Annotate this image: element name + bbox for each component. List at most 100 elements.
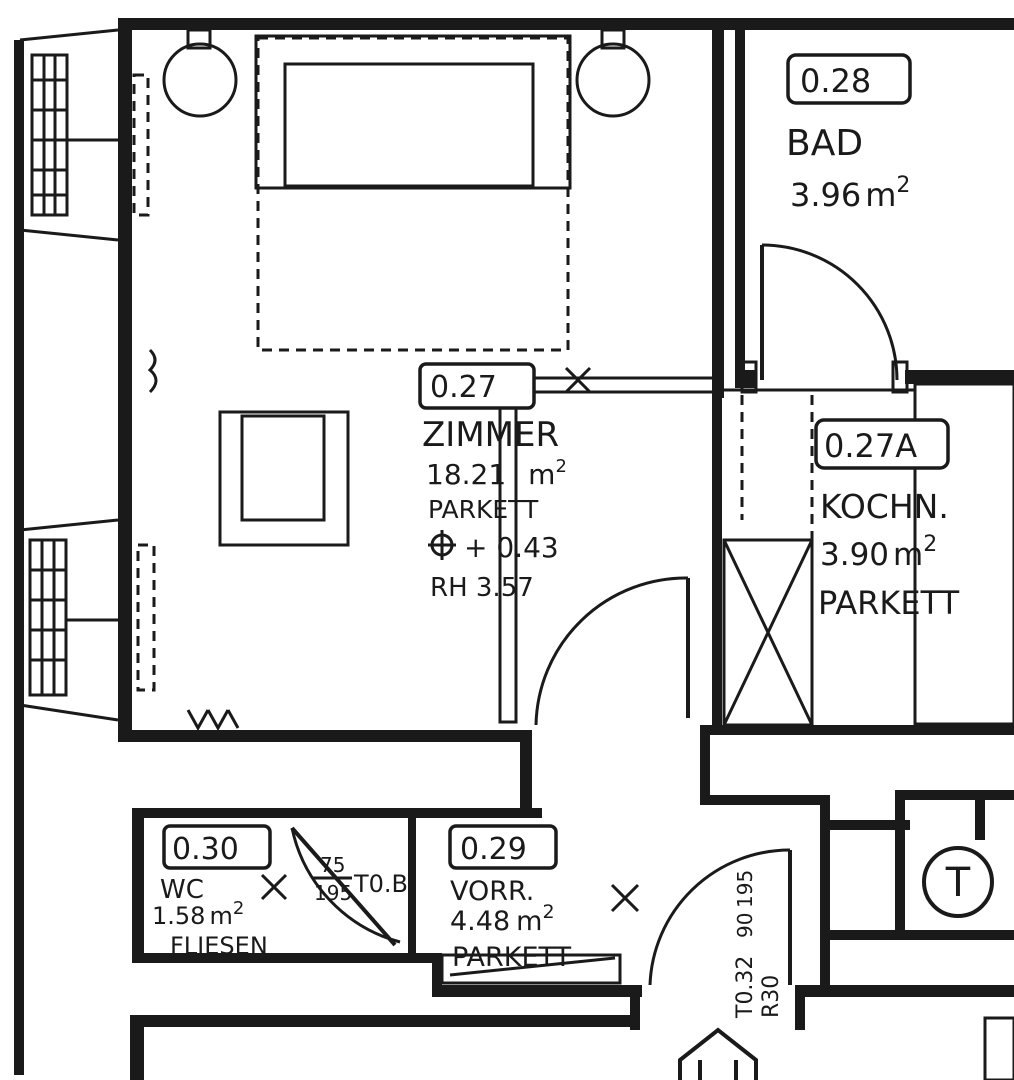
wall-zimmer-left (118, 18, 132, 740)
entry-door-height: 195 (733, 870, 757, 908)
wall-kochn-bottom (700, 725, 1014, 735)
stair-marker: T (922, 846, 994, 918)
door-wc-swing (290, 827, 401, 944)
wall-zimmer-bottom (118, 730, 530, 742)
light-markers (260, 366, 640, 913)
light-x-zimmer-icon (564, 366, 592, 394)
vorr-cabinet (440, 953, 622, 985)
wall-corridor-step (700, 795, 830, 805)
level-marker-icon (428, 530, 456, 560)
entry-arrow-icon (678, 1027, 758, 1080)
room-number: 0.27 (430, 370, 497, 405)
entry-door-label: T0.32 R30 90 195 (733, 870, 784, 1019)
radiator-lower (136, 543, 156, 692)
stair-letter: T (945, 860, 971, 906)
wall-top (118, 18, 1014, 30)
kitchen-column (722, 538, 814, 727)
room-name: VORR. (450, 876, 534, 907)
room-floor: PARKETT (428, 495, 539, 524)
entry-door-r: R30 (759, 975, 784, 1018)
wall-vorr-right (820, 795, 830, 995)
door-entry-swing (648, 848, 791, 986)
wall-bad-left (735, 18, 745, 388)
bed-pillow (283, 62, 535, 188)
wall-stair-left (895, 790, 905, 930)
window-upper (30, 53, 118, 217)
room-name: BAD (786, 123, 863, 164)
facade-outline (18, 28, 119, 1075)
wall-entry-left-jamb (630, 985, 640, 1030)
wall-stair-right (975, 790, 985, 840)
room-number: 0.30 (172, 832, 239, 867)
light-x-wc-icon (260, 873, 288, 901)
entry-door-code: T0.32 (733, 956, 758, 1019)
room-floor: FLIESEN (170, 932, 268, 960)
lamp-left-base (186, 28, 212, 50)
room-number-box (162, 824, 272, 870)
room-height: RH 3.57 (430, 573, 534, 603)
wc-door-note: T0.B (353, 870, 408, 898)
stair-circle-icon (922, 846, 994, 918)
socket-icon (147, 348, 158, 394)
bed-headboard (254, 34, 572, 190)
door-wc-leaf (290, 826, 397, 947)
wall-stair-bottom (830, 930, 1014, 940)
armchair-seat (240, 414, 326, 522)
lamp-left-icon (162, 42, 238, 118)
room-number: 0.27A (824, 427, 917, 465)
wall-bottom-stub (130, 1015, 144, 1080)
room-floor: PARKETT (452, 942, 572, 973)
antenna-icon (186, 709, 240, 732)
wall-zimmer-right-upper (712, 18, 724, 398)
windows (28, 53, 156, 697)
room-number: 0.29 (460, 832, 527, 867)
room-number: 0.28 (800, 62, 871, 100)
wall-wc-top (132, 808, 542, 818)
room-number-box (786, 53, 912, 105)
wall-bottom-left (130, 1015, 640, 1027)
wall-kochn-right (913, 382, 1014, 726)
door-annotations: 75 195 T0.B T0.32 R30 90 195 (312, 853, 784, 1019)
armchair-outer (218, 410, 350, 547)
bed-outline (256, 36, 570, 352)
wc-door-height: 195 (314, 881, 352, 905)
room-name: KOCHN. (820, 487, 949, 526)
door-bad-jamb (891, 360, 909, 394)
wall-corridor-left (700, 725, 710, 805)
room-number-box (814, 418, 950, 470)
entry-door-width: 90 (733, 913, 757, 938)
room-level: + 0.43 (464, 531, 559, 564)
wall-facade (14, 40, 24, 1075)
wall-stair-top (830, 820, 910, 830)
wall-entry-right (795, 985, 1014, 997)
lamp-right-base (600, 28, 626, 50)
lamp-right-icon (575, 42, 651, 118)
vorr-cabinet-diag (449, 956, 616, 977)
wall-vorr-bottom-left (432, 955, 442, 995)
wall-wc-left (132, 808, 144, 963)
door-bad-jamb-left (740, 360, 758, 394)
wall-vorr-bottom (432, 985, 642, 997)
wall-entry-right-jamb (795, 985, 805, 1030)
radiator-upper (132, 73, 150, 217)
room-name: WC (160, 875, 204, 905)
furniture (147, 28, 651, 732)
wall-bad-bottom-left (735, 370, 755, 388)
wall-vorr-upper-left (520, 730, 532, 810)
room-name: ZIMMER (422, 415, 559, 455)
wc-door-width: 75 (320, 853, 345, 877)
wall-zimmer-right-lower (712, 385, 722, 725)
wall-bad-bottom-right (905, 370, 1014, 384)
door-bad-swing (761, 243, 899, 381)
room-floor: PARKETT (818, 584, 960, 622)
kitchen-column-cross-b (722, 539, 814, 726)
